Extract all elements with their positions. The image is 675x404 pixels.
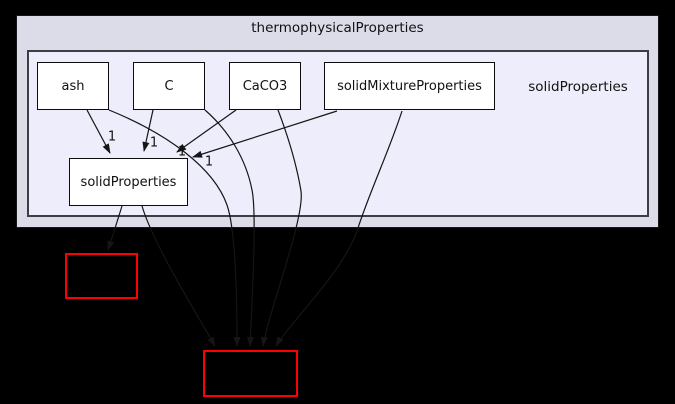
edge-c-to-solidproperties <box>142 109 154 152</box>
edge-solidmixtureproperties-to-external-2 <box>275 110 403 347</box>
edge-solidmixtureproperties-to-solidproperties <box>192 110 338 158</box>
edge-ash-to-solidproperties <box>86 109 111 154</box>
edge-label-caco3: 1 <box>177 144 187 160</box>
node-c-label: C <box>164 78 174 94</box>
node-caco3-label: CaCO3 <box>242 78 288 94</box>
edge-solidproperties-to-external-1 <box>107 205 123 251</box>
edge-solidproperties-to-external-2 <box>141 205 216 347</box>
cluster-title-thermophysicalproperties: thermophysicalProperties <box>251 20 424 36</box>
cluster-label-solidproperties: solidProperties <box>528 79 628 95</box>
edge-label-c: 1 <box>149 135 159 151</box>
edge-label-solidmixtureproperties: 1 <box>204 154 214 170</box>
node-solidproperties-label: solidProperties <box>80 174 177 190</box>
edge-caco3-to-external-2 <box>260 109 302 347</box>
edge-ash-to-external-2 <box>108 109 241 347</box>
external-dir-node-1[interactable] <box>65 253 138 299</box>
node-ash-label: ash <box>61 78 85 94</box>
node-caco3[interactable]: CaCO3 <box>229 62 301 110</box>
node-solidproperties[interactable]: solidProperties <box>69 158 188 206</box>
external-dir-node-2[interactable] <box>203 350 298 397</box>
node-solidmixtureproperties[interactable]: solidMixtureProperties <box>324 62 495 110</box>
edge-caco3-to-solidproperties <box>176 109 237 153</box>
node-solidmixtureproperties-label: solidMixtureProperties <box>337 78 482 94</box>
node-ash[interactable]: ash <box>37 62 109 110</box>
node-c[interactable]: C <box>133 62 205 110</box>
edge-c-to-external-2 <box>204 109 255 347</box>
edge-label-ash: 1 <box>107 129 117 145</box>
